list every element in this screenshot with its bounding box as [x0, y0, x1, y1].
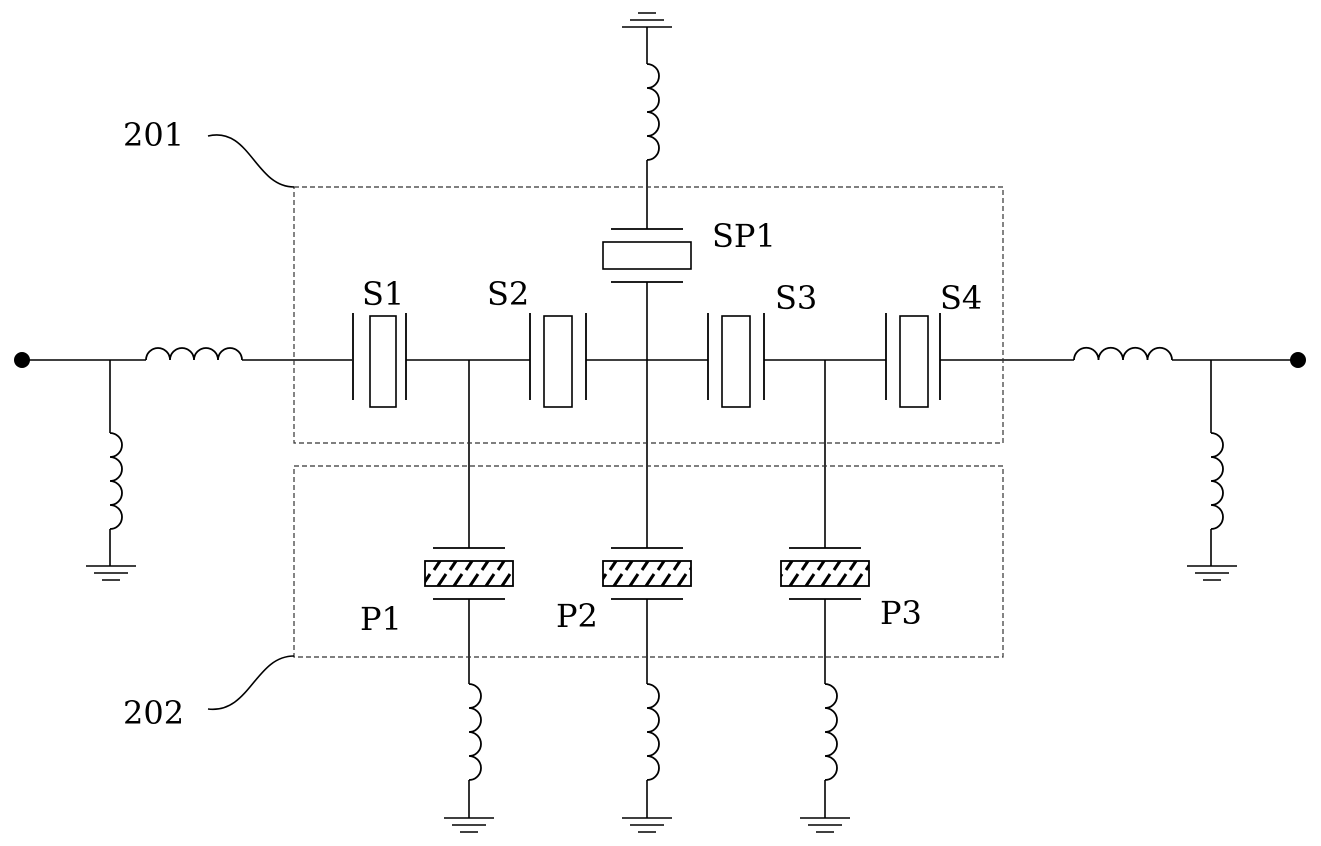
series-resonator-s2 — [529, 313, 587, 408]
label-p3: P3 — [880, 594, 922, 632]
center-branch — [602, 12, 692, 833]
shunt-resonator-sp1 — [602, 228, 692, 283]
parallel-resonator-p1 — [424, 547, 514, 600]
p3-ground-inductor — [824, 683, 838, 781]
label-p2: P2 — [556, 597, 598, 635]
parallel-resonator-p2 — [602, 547, 692, 600]
input-shunt-inductor — [109, 432, 123, 530]
label-p1: P1 — [360, 600, 402, 638]
output-shunt-inductor — [1210, 432, 1224, 530]
parallel-group-box-202 — [293, 465, 1004, 658]
label-s2: S2 — [487, 275, 529, 313]
input-shunt-inductor-branch — [86, 360, 136, 581]
p2-ground-inductor — [646, 683, 660, 781]
label-s3: S3 — [775, 279, 817, 317]
parallel-resonator-p3 — [780, 547, 870, 600]
series-resonator-s3 — [707, 313, 765, 408]
leader-line-201 — [207, 134, 295, 188]
p1-ground-inductor — [468, 683, 482, 781]
label-s4: S4 — [940, 279, 982, 317]
label-s1: S1 — [362, 275, 404, 313]
series-group-box-201 — [293, 186, 1004, 444]
ground-icon — [86, 565, 136, 581]
ground-icon — [622, 12, 672, 28]
label-201: 201 — [123, 116, 184, 154]
series-resonator-s4 — [885, 313, 941, 408]
ground-icon — [1187, 565, 1237, 581]
top-shunt-inductor — [646, 63, 660, 161]
label-202: 202 — [123, 694, 184, 732]
input-series-inductor — [145, 347, 243, 361]
label-sp1: SP1 — [712, 217, 776, 255]
series-resonator-s1 — [352, 313, 407, 408]
output-series-inductor — [1073, 346, 1173, 361]
ground-icon — [622, 817, 672, 833]
leader-line-202 — [207, 655, 295, 710]
ground-icon — [444, 817, 494, 833]
p1-branch — [424, 360, 514, 833]
ground-icon — [800, 817, 850, 833]
output-shunt-inductor-branch — [1187, 360, 1237, 581]
p3-branch — [780, 360, 870, 833]
